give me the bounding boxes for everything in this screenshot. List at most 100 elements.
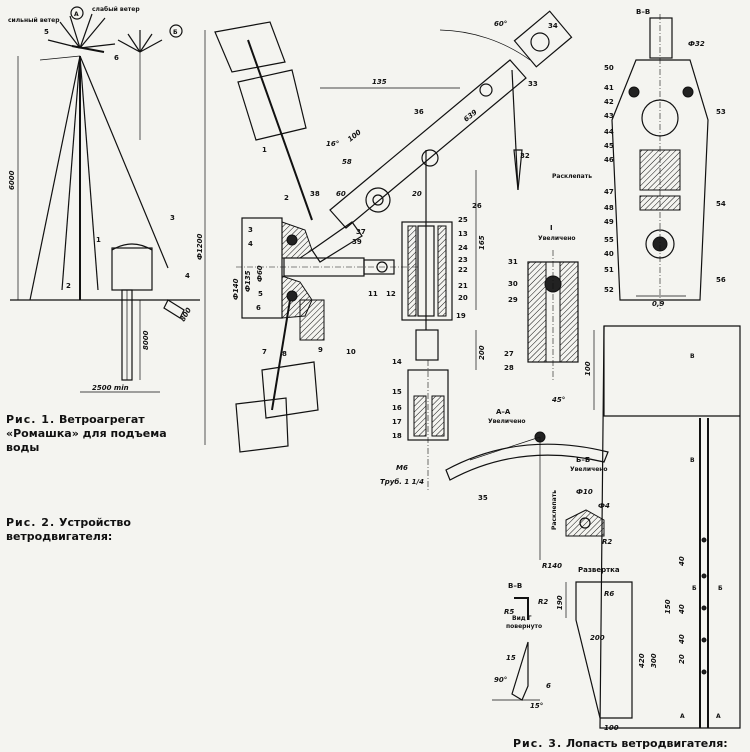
blade-body: 100 В В Б Б А А 40 40 150 40 20 [584, 325, 741, 729]
blade-top-upper [214, 21, 286, 73]
svg-text:44: 44 [604, 128, 614, 136]
svg-text:16: 16 [392, 404, 402, 412]
svg-text:20: 20 [678, 654, 686, 664]
svg-text:Ф1200: Ф1200 [196, 233, 204, 260]
svg-text:Развертка: Развертка [578, 566, 620, 574]
svg-text:190: 190 [556, 595, 564, 610]
svg-text:22: 22 [458, 266, 468, 274]
svg-text:6: 6 [114, 54, 119, 62]
svg-text:4: 4 [185, 272, 190, 280]
svg-text:13: 13 [458, 230, 468, 238]
svg-text:А–А: А–А [496, 408, 511, 416]
svg-text:40: 40 [678, 604, 686, 614]
blade-bottom-lower [235, 397, 289, 453]
section-vv-hub: В–В Ф32 0,9 Расклепать [552, 8, 709, 310]
svg-text:33: 33 [528, 80, 538, 88]
svg-text:25: 25 [458, 216, 468, 224]
blade-bottom-upper [261, 361, 319, 419]
svg-text:Вид Г: Вид Г [512, 615, 532, 622]
svg-text:В: В [690, 353, 695, 360]
svg-text:2: 2 [284, 194, 289, 202]
svg-text:52: 52 [604, 286, 614, 294]
weight-rod [511, 69, 519, 191]
caption-fig1: Рис. 1. Ветроагрегат «Ромашка» для подъе… [6, 413, 176, 455]
svg-text:48: 48 [604, 204, 614, 212]
svg-text:53: 53 [716, 108, 726, 116]
svg-text:420: 420 [638, 653, 646, 668]
blade-profile [445, 443, 609, 481]
svg-text:55: 55 [604, 236, 614, 244]
svg-text:5: 5 [44, 28, 49, 36]
svg-text:Расклепать: Расклепать [551, 490, 558, 530]
svg-text:100: 100 [604, 724, 619, 732]
section-bb: Б–Б Увеличено Ф10 Ф4 R2 Расклепать [551, 456, 612, 546]
svg-text:1: 1 [96, 236, 101, 244]
svg-text:100: 100 [346, 128, 363, 143]
svg-text:1: 1 [262, 146, 267, 154]
svg-text:58: 58 [342, 158, 352, 166]
caption-fig3: Рис. 3. Лопасть ветродвигателя: [513, 737, 743, 751]
caption-fig2: Рис. 2. Устройство ветродвигателя: [6, 516, 226, 544]
tail-boom [311, 10, 573, 263]
svg-text:46: 46 [604, 156, 614, 164]
svg-text:Ф32: Ф32 [688, 40, 705, 48]
fig2-wind-engine: Ф1200 Ф140 Ф135 Ф60 [196, 10, 612, 570]
detail-i: I Увеличено [527, 224, 579, 380]
svg-text:Б–Б: Б–Б [576, 456, 590, 464]
svg-text:Увеличено: Увеличено [488, 418, 526, 425]
caption-fig1-text: Ветроагрегат «Ромашка» для подъема воды [6, 413, 167, 454]
rotor-weak-wind [117, 30, 163, 140]
svg-text:8000: 8000 [142, 330, 150, 350]
vertical-rod-assembly: 165 200 М6 Труб. 1 1/4 [380, 150, 486, 490]
fig1-wind-unit: А Б сильный ветер слабый ветер 6000 2500… [8, 6, 200, 393]
svg-text:18: 18 [392, 432, 402, 440]
svg-text:40: 40 [604, 250, 614, 258]
svg-text:50: 50 [604, 64, 614, 72]
svg-text:165: 165 [478, 235, 486, 250]
svg-text:Ф135: Ф135 [244, 270, 252, 292]
svg-text:Расклепать: Расклепать [552, 173, 592, 180]
svg-text:Труб. 1 1/4: Труб. 1 1/4 [380, 478, 424, 486]
svg-text:34: 34 [548, 22, 558, 30]
svg-text:15: 15 [392, 388, 402, 396]
caption-fig3-text: Лопасть ветродвигателя: [565, 737, 728, 750]
svg-text:R5: R5 [504, 608, 514, 616]
svg-text:639: 639 [462, 108, 479, 123]
svg-text:R2: R2 [602, 538, 612, 546]
svg-text:А: А [74, 11, 79, 18]
caption-fig2-number: Рис. 2. [6, 516, 56, 529]
svg-text:М6: М6 [396, 464, 408, 472]
svg-text:9: 9 [318, 346, 323, 354]
svg-text:47: 47 [604, 188, 614, 196]
view-b-marker [169, 24, 183, 38]
svg-text:200: 200 [590, 634, 605, 642]
svg-text:Ф140: Ф140 [232, 278, 240, 300]
view-a-marker [70, 6, 84, 20]
guy-wire-right [79, 55, 169, 269]
svg-text:17: 17 [392, 418, 402, 426]
svg-text:20: 20 [412, 190, 422, 198]
blade-development: Развертка 190 200 420 300 R6 100 [556, 566, 658, 732]
blade-plate [599, 325, 741, 729]
svg-text:27: 27 [504, 350, 514, 358]
svg-text:5: 5 [258, 290, 263, 298]
section-vv-small: В–В R2 R5 [504, 582, 548, 620]
svg-text:R6: R6 [604, 590, 614, 598]
svg-text:11: 11 [368, 290, 378, 298]
svg-text:45°: 45° [552, 396, 565, 404]
svg-text:Увеличено: Увеличено [538, 235, 576, 242]
caption-fig2-text: Устройство ветродвигателя: [6, 516, 131, 543]
svg-text:R2: R2 [538, 598, 548, 606]
svg-text:А: А [680, 713, 685, 720]
svg-text:21: 21 [458, 282, 468, 290]
svg-text:4: 4 [248, 240, 253, 248]
svg-text:8: 8 [282, 350, 287, 358]
hub-cross-section [236, 217, 420, 341]
svg-text:слабый ветер: слабый ветер [92, 6, 140, 13]
svg-text:54: 54 [716, 200, 726, 208]
rotor-strong-wind [47, 13, 116, 53]
svg-text:Б: Б [718, 585, 723, 592]
svg-text:14: 14 [392, 358, 402, 366]
